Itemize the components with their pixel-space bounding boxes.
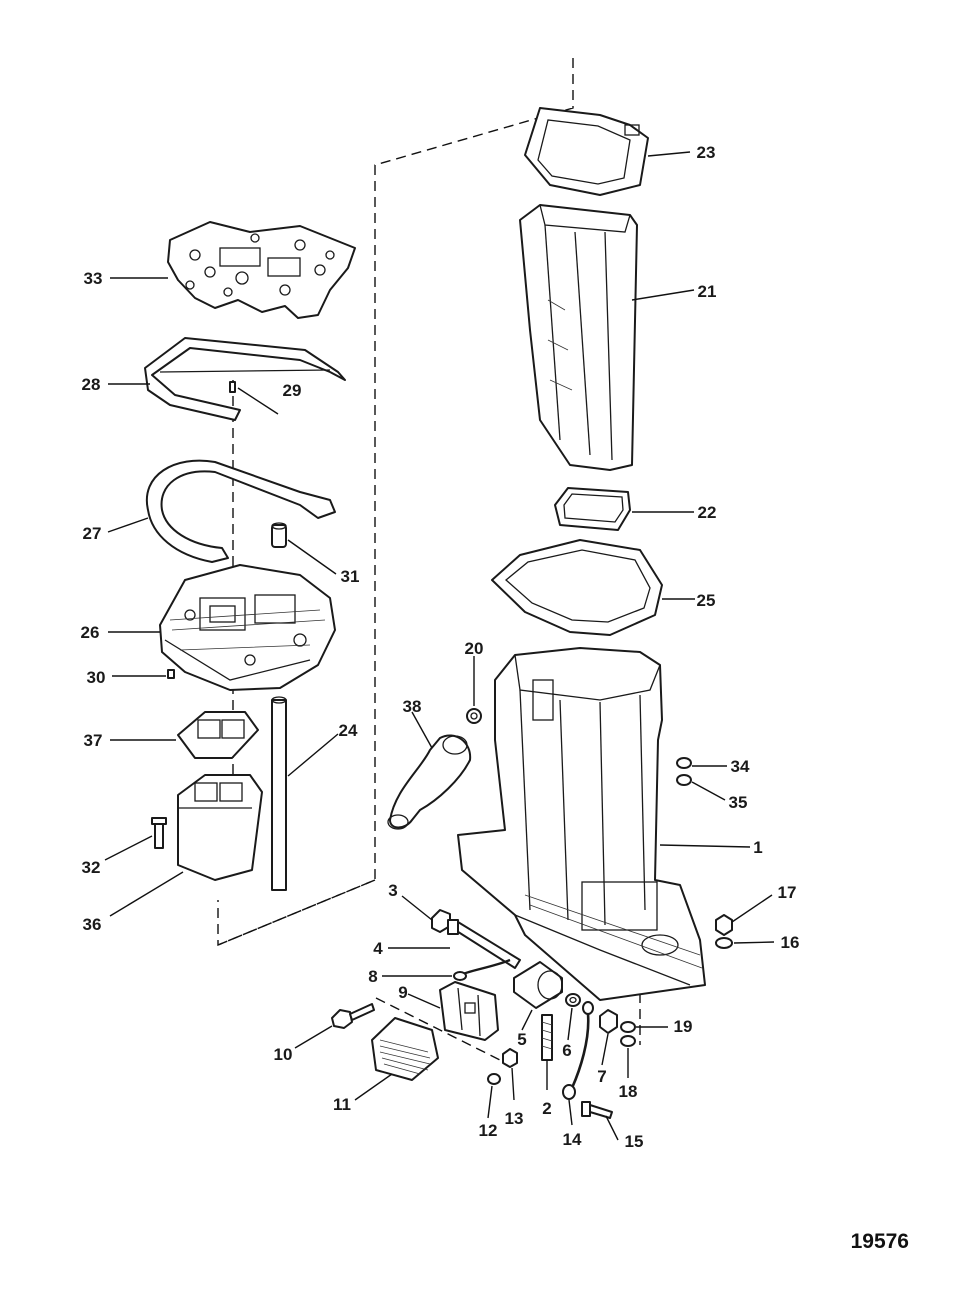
callout-12: 12 bbox=[479, 1121, 498, 1140]
part-37-small-gasket bbox=[177, 711, 259, 759]
part-30-dowel bbox=[167, 669, 175, 679]
part-32-screw bbox=[151, 817, 167, 849]
callout-31: 31 bbox=[341, 567, 360, 586]
callout-5: 5 bbox=[517, 1030, 526, 1049]
parts-16-17-fasteners bbox=[715, 914, 733, 949]
part-31-sleeve bbox=[271, 522, 287, 548]
figure-number: 19576 bbox=[851, 1230, 909, 1253]
part-2-stud bbox=[541, 1014, 553, 1061]
part-12-screw bbox=[487, 1073, 501, 1085]
callout-9: 9 bbox=[398, 983, 407, 1002]
callout-1: 1 bbox=[753, 838, 762, 857]
callout-25: 25 bbox=[697, 591, 716, 610]
part-29-pin bbox=[229, 381, 236, 393]
callout-13: 13 bbox=[505, 1109, 524, 1128]
callout-16: 16 bbox=[781, 933, 800, 952]
part-14-ground-strap bbox=[562, 1001, 594, 1100]
callout-22: 22 bbox=[698, 503, 717, 522]
part-13-nut bbox=[502, 1048, 518, 1068]
callout-23: 23 bbox=[697, 143, 716, 162]
callout-28: 28 bbox=[82, 375, 101, 394]
part-8-wire bbox=[453, 958, 511, 981]
part-33-gasket bbox=[167, 221, 356, 319]
part-11-grille bbox=[371, 1017, 439, 1081]
parts-34-35-fasteners bbox=[676, 757, 692, 786]
callout-30: 30 bbox=[87, 668, 106, 687]
part-38-elbow-hose bbox=[387, 734, 472, 830]
callout-33: 33 bbox=[84, 269, 103, 288]
part-21-upper-housing bbox=[519, 204, 638, 471]
part-5-anode bbox=[513, 961, 563, 1009]
part-20-fitting bbox=[466, 708, 482, 724]
callout-21: 21 bbox=[698, 282, 717, 301]
callout-18: 18 bbox=[619, 1082, 638, 1101]
callout-19: 19 bbox=[674, 1017, 693, 1036]
part-24-tube bbox=[271, 696, 287, 891]
part-26-adapter-plate bbox=[159, 564, 336, 691]
parts-18-19-fasteners bbox=[620, 1021, 636, 1047]
part-27-rubber-seal bbox=[145, 459, 336, 563]
callout-6: 6 bbox=[562, 1041, 571, 1060]
callout-38: 38 bbox=[403, 697, 422, 716]
part-28-seal-strip bbox=[144, 337, 346, 421]
callout-4: 4 bbox=[373, 939, 383, 958]
callout-26: 26 bbox=[81, 623, 100, 642]
callout-11: 11 bbox=[333, 1095, 351, 1114]
callout-15: 15 bbox=[625, 1132, 644, 1151]
callout-29: 29 bbox=[283, 381, 302, 400]
part-4-bolt bbox=[447, 919, 521, 969]
part-23-top-gasket bbox=[524, 107, 649, 196]
callout-20: 20 bbox=[465, 639, 484, 658]
part-10-screw bbox=[331, 1003, 375, 1029]
callout-7: 7 bbox=[597, 1067, 606, 1086]
callout-3: 3 bbox=[388, 881, 397, 900]
callout-34: 34 bbox=[731, 757, 750, 776]
leader-lines bbox=[104, 151, 775, 1141]
part-15-screw bbox=[581, 1101, 613, 1119]
callout-37: 37 bbox=[84, 731, 103, 750]
callout-27: 27 bbox=[83, 524, 102, 543]
callout-35: 35 bbox=[729, 793, 748, 812]
part-36-exhaust-tube bbox=[177, 774, 263, 881]
part-7-nut bbox=[599, 1009, 618, 1034]
callout-36: 36 bbox=[83, 915, 102, 934]
part-6-washer bbox=[565, 993, 581, 1007]
callout-32: 32 bbox=[82, 858, 101, 877]
part-9-bracket bbox=[439, 981, 499, 1041]
callout-2: 2 bbox=[542, 1099, 551, 1118]
callout-10: 10 bbox=[274, 1045, 293, 1064]
part-25-gasket bbox=[491, 539, 663, 636]
part-22-seal bbox=[554, 487, 631, 531]
callout-14: 14 bbox=[563, 1130, 582, 1149]
callout-8: 8 bbox=[368, 967, 377, 986]
callout-17: 17 bbox=[778, 883, 797, 902]
callout-24: 24 bbox=[339, 721, 358, 740]
part-1-driveshaft-housing bbox=[457, 647, 706, 1001]
callout-labels: 1 2 3 4 5 6 7 8 9 10 11 12 13 14 15 16 1… bbox=[81, 143, 800, 1151]
